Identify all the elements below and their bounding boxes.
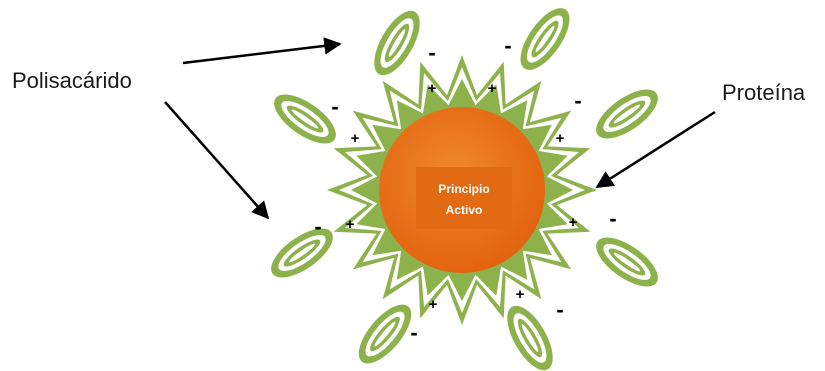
- negative-charge-sign: -: [574, 88, 581, 113]
- polysaccharide-oval: [596, 237, 658, 287]
- polysaccharide-label: Polisacárido: [12, 68, 132, 93]
- polysaccharide-oval: [374, 10, 420, 76]
- positive-charge-sign: +: [488, 80, 497, 97]
- arrow-protein: [595, 110, 716, 189]
- core-label-line2: Activo: [446, 203, 483, 217]
- arrows: [164, 37, 716, 220]
- polysaccharide-oval: [520, 8, 570, 70]
- positive-charge-sign: +: [569, 214, 578, 231]
- protein-label: Proteína: [722, 80, 806, 105]
- negative-charge-sign: -: [314, 214, 321, 239]
- positive-charge-sign: +: [429, 296, 438, 313]
- polysaccharide-oval: [274, 94, 336, 144]
- charge-signs: ++++++++--------: [314, 33, 616, 345]
- arrow-polysaccharide-left: [164, 101, 270, 220]
- polysaccharide-oval: [507, 305, 553, 371]
- active-ingredient-core: Principio Activo: [379, 107, 545, 273]
- negative-charge-sign: -: [428, 40, 435, 65]
- negative-charge-sign: -: [331, 94, 338, 119]
- negative-charge-sign: -: [556, 297, 563, 322]
- positive-charge-sign: +: [516, 286, 525, 303]
- negative-charge-sign: -: [609, 206, 616, 231]
- negative-charge-sign: -: [410, 320, 417, 345]
- positive-charge-sign: +: [351, 130, 360, 147]
- negative-charge-sign: -: [504, 33, 511, 58]
- positive-charge-sign: +: [556, 130, 565, 147]
- positive-charge-sign: +: [346, 216, 355, 233]
- polysaccharide-oval: [596, 89, 658, 139]
- core-label-box: [416, 167, 512, 229]
- positive-charge-sign: +: [428, 80, 437, 97]
- arrow-polysaccharide-top: [182, 37, 342, 65]
- polysaccharide-oval: [271, 228, 333, 278]
- polysaccharide-units: [271, 8, 658, 371]
- core-label-line1: Principio: [438, 182, 489, 196]
- polysaccharide-oval: [358, 304, 412, 364]
